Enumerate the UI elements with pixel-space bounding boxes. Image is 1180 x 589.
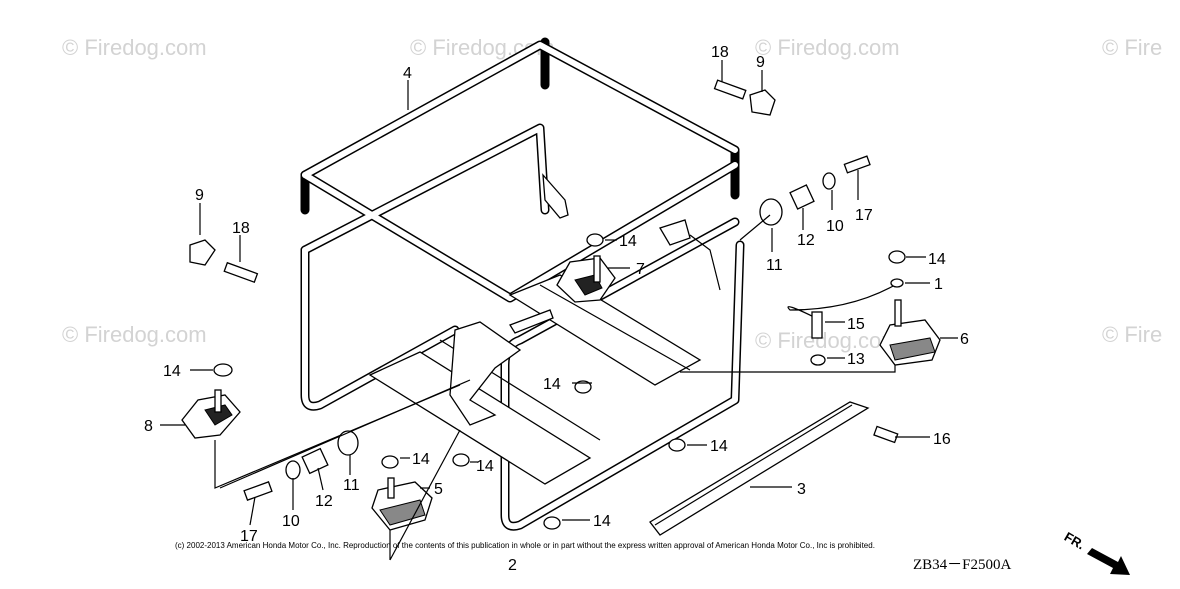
diagram-code: ZB34－F2500A <box>913 557 1012 573</box>
arrow-right-down-icon <box>1087 548 1130 575</box>
mount-5 <box>371 429 461 561</box>
callout-3: 3 <box>797 481 806 498</box>
callout-12-left: 12 <box>315 493 333 510</box>
bar-bracket <box>509 309 554 334</box>
callout-14: 14 <box>619 233 637 250</box>
watermark: © Firedog.com <box>755 35 900 60</box>
callout-10-left: 10 <box>282 513 300 530</box>
callout-14: 14 <box>710 438 728 455</box>
clip-9-right <box>749 89 776 116</box>
callout-17-right: 17 <box>855 207 873 224</box>
watermark: © Fire <box>1102 35 1162 60</box>
callout-18-left: 18 <box>232 220 250 237</box>
callout-8: 8 <box>144 418 153 435</box>
callout-18-right: 18 <box>711 44 729 61</box>
callout-9-left: 9 <box>195 187 204 204</box>
bolt-18-left <box>223 261 259 284</box>
ground-wire <box>787 284 896 321</box>
callout-15: 15 <box>847 316 865 333</box>
small-bracket <box>542 173 569 219</box>
callout-6: 6 <box>960 331 969 348</box>
callout-14: 14 <box>412 451 430 468</box>
callout-12-right: 12 <box>797 232 815 249</box>
callout-17-left: 17 <box>240 528 258 545</box>
watermark: © Firedog.com <box>62 35 207 60</box>
mount-7 <box>556 255 616 303</box>
side-rail <box>649 401 870 536</box>
bolt-18-right <box>713 79 747 100</box>
callout-10-right: 10 <box>826 218 844 235</box>
front-label: FR. <box>1062 529 1088 552</box>
callout-14: 14 <box>476 458 494 475</box>
callout-2: 2 <box>508 557 517 574</box>
hardware-left <box>219 379 471 501</box>
watermark: © Fire <box>1102 322 1162 347</box>
hardware-right <box>739 155 871 241</box>
callout-11-left: 11 <box>343 477 360 494</box>
callout-4: 4 <box>403 65 412 82</box>
leader-lines <box>160 60 958 526</box>
callout-13: 13 <box>847 351 865 368</box>
nuts <box>213 233 906 530</box>
callout-14: 14 <box>163 363 181 380</box>
callout-5: 5 <box>434 481 443 498</box>
connector <box>659 219 691 246</box>
watermark: © Firedog.com <box>755 328 900 353</box>
callout-16: 16 <box>933 431 951 448</box>
callout-14: 14 <box>928 251 946 268</box>
clip-9-left <box>189 239 216 266</box>
callout-9-right: 9 <box>756 54 765 71</box>
watermark: © Firedog.com <box>62 322 207 347</box>
copyright-notice: (c) 2002-2013 American Honda Motor Co., … <box>175 541 875 550</box>
callout-14: 14 <box>543 376 561 393</box>
callout-14: 14 <box>593 513 611 530</box>
callout-1: 1 <box>934 276 943 293</box>
callout-7: 7 <box>636 261 645 278</box>
callout-11-right: 11 <box>766 257 783 274</box>
mount-6 <box>680 299 941 373</box>
engine-bracket <box>449 321 522 426</box>
